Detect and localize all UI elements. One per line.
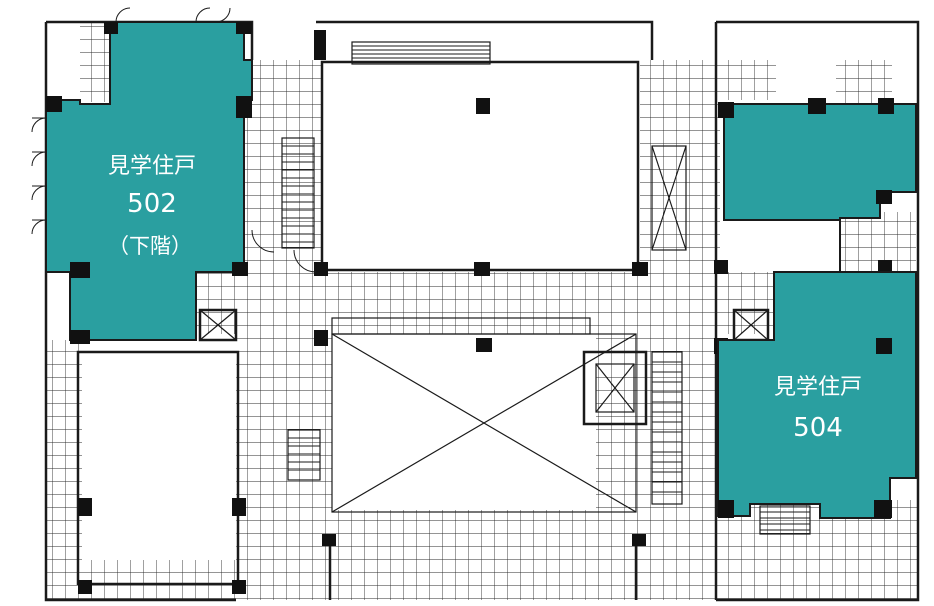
elevator-core	[582, 350, 648, 426]
stair-top-treads	[352, 45, 490, 63]
top-right-tiles	[716, 60, 776, 100]
stair-left-treads	[282, 145, 314, 243]
unit-502-title: 見学住戸	[108, 154, 196, 179]
stair-right	[651, 351, 683, 505]
elevator-shaft-right	[651, 145, 687, 251]
stair-mid-left-treads	[288, 437, 320, 471]
top-left-tiles	[80, 22, 110, 102]
stair-bottom-right-treads	[760, 511, 810, 531]
unit-504-area[interactable]: 見学住戸 504	[717, 98, 917, 519]
unit-504-number: 504	[793, 413, 843, 443]
stair-top	[351, 41, 491, 65]
bottom-tiles	[288, 510, 718, 600]
lower-left-room	[76, 350, 240, 586]
atrium-cross-b	[331, 333, 637, 513]
unit-502-note: （下階）	[108, 234, 192, 258]
unit-502-number: 502	[127, 189, 177, 219]
stair-right-treads	[652, 361, 682, 493]
unit-502-area[interactable]: 見学住戸 502 （下階）	[45, 21, 253, 344]
left-tile-strip	[252, 60, 322, 272]
door-swings	[31, 7, 317, 273]
stair-left	[281, 137, 315, 249]
left-bottom-tiles	[46, 560, 236, 600]
stairs	[281, 41, 811, 535]
stair-mid-left	[287, 429, 321, 481]
left-lower-tiles	[236, 334, 288, 600]
left-outer-tiles	[46, 340, 82, 600]
upper-corridor	[196, 272, 774, 334]
balcony-rail	[331, 317, 591, 335]
mid-right-tiles	[596, 334, 718, 544]
tiled-corridor-areas	[46, 22, 918, 600]
shaft-cross-b	[651, 145, 687, 251]
unit-502-fill[interactable]	[45, 21, 253, 341]
unit-504-title: 見学住戸	[774, 375, 862, 400]
stair-bottom-right	[759, 505, 811, 535]
upper-central-void	[320, 60, 640, 272]
unit-504-fill[interactable]	[717, 103, 917, 519]
